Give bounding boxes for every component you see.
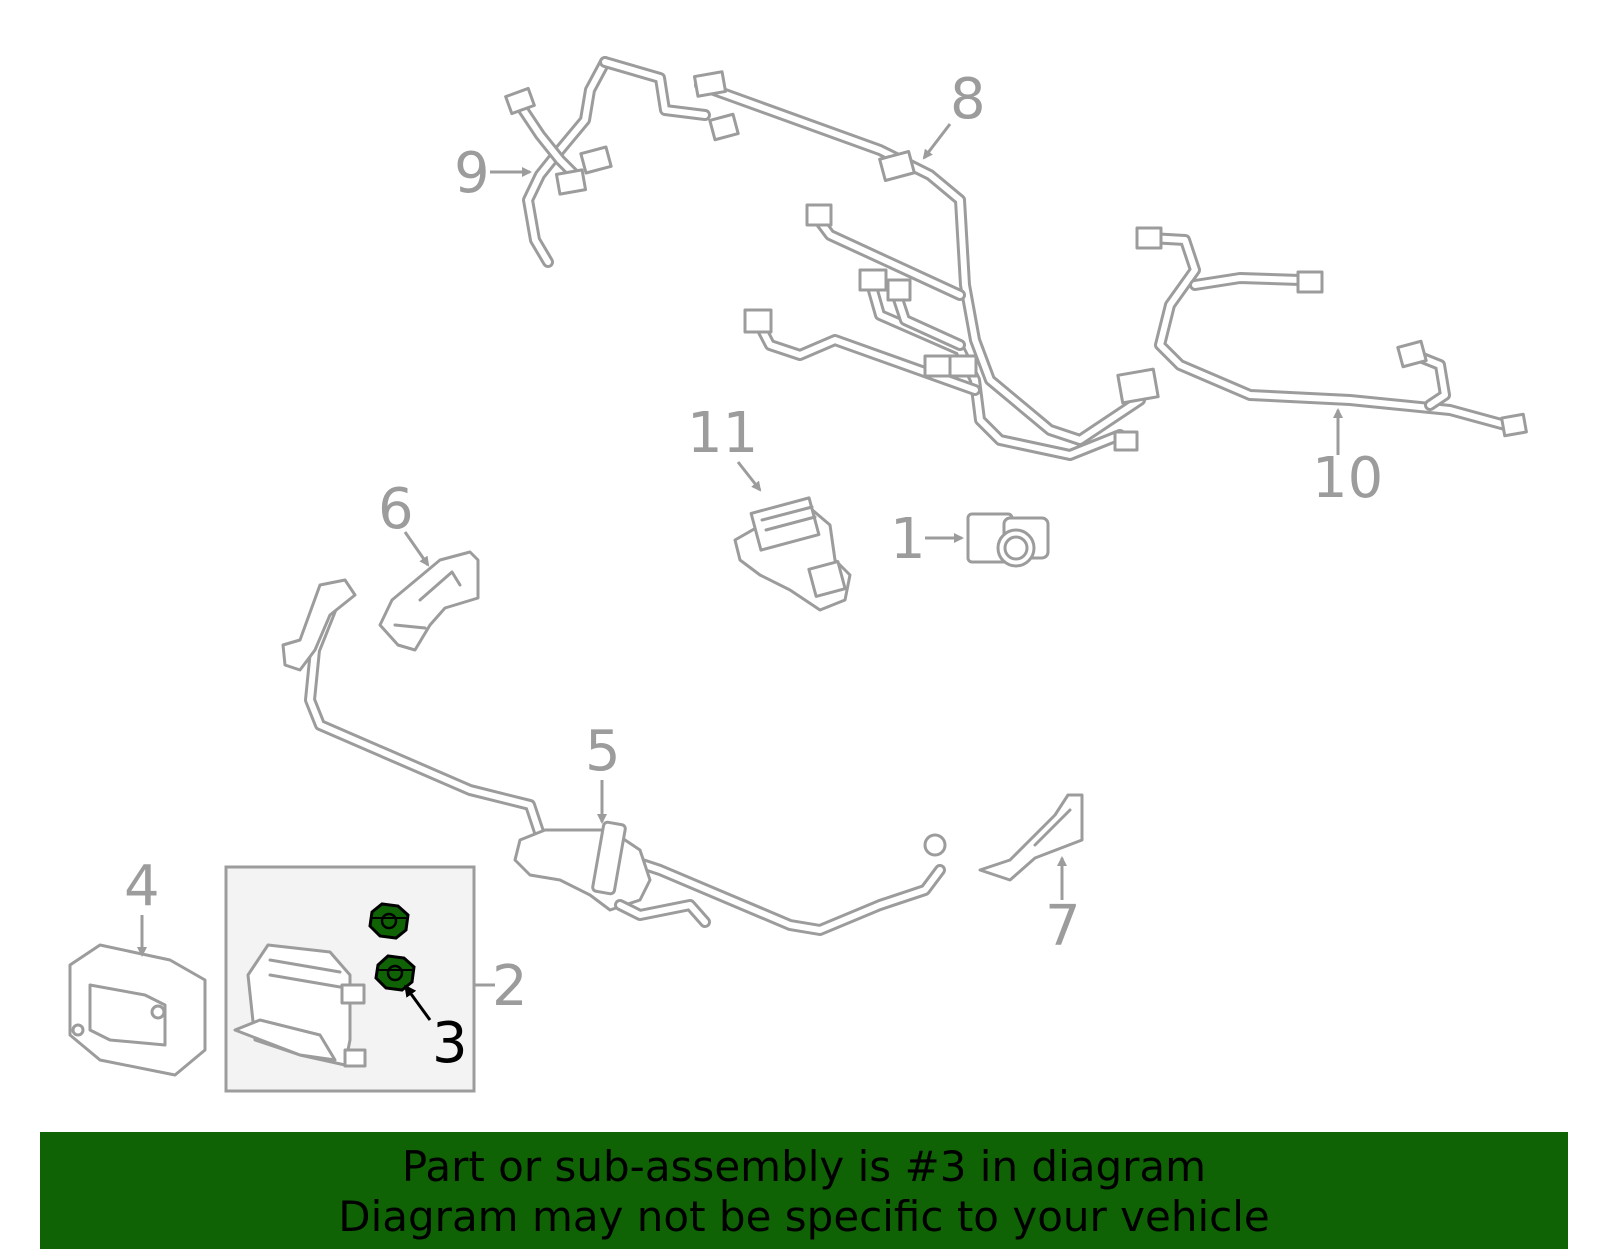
part-7-bracket [978,793,1084,882]
clip-upper [368,902,410,940]
callout-3: 3 [432,1011,468,1076]
callout-labels: 1 2 3 4 5 6 7 8 9 10 11 [124,67,1383,1076]
leader-lines [137,123,1343,1021]
leader-6 [403,531,430,567]
part-2-assembly-box [224,865,476,1093]
part-11-module [733,496,852,612]
callout-11: 11 [687,401,758,466]
part-3-clip-highlighted [368,902,416,992]
clip-lower [374,954,416,992]
banner-line-2: Diagram may not be specific to your vehi… [338,1192,1270,1241]
leader-11 [736,461,762,492]
leader-3 [404,984,432,1021]
part-10-harness [1135,226,1528,438]
callout-4: 4 [124,854,160,919]
callout-7: 7 [1045,894,1081,959]
part-1-sensor [966,512,1050,568]
banner-line-1: Part or sub-assembly is #3 in diagram [401,1142,1207,1191]
info-banner: Part or sub-assembly is #3 in diagram Di… [40,1132,1568,1249]
part-8-main-harness [692,70,1160,461]
callout-6: 6 [378,477,414,542]
part-6-bracket [378,550,480,652]
callout-9: 9 [454,141,490,206]
part-4-control-unit [68,943,207,1077]
part-9-sub-harness [504,56,740,268]
callout-1: 1 [890,507,926,572]
callout-8: 8 [950,67,986,132]
callout-2: 2 [492,954,528,1019]
callout-10: 10 [1312,446,1383,511]
part-5-sensor-harness [281,578,947,936]
callout-5: 5 [585,719,621,784]
leader-8 [922,123,952,160]
